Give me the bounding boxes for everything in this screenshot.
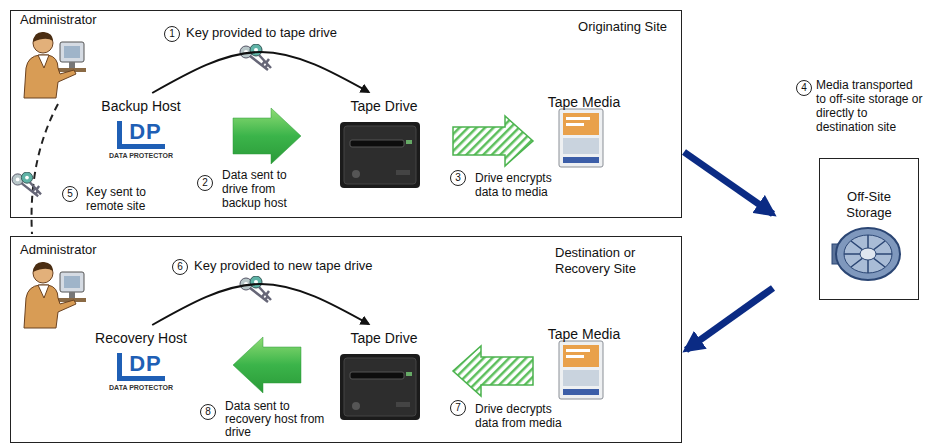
vault-picture xyxy=(832,228,900,280)
host-node: Backup HostDP DATA PROTECTOR xyxy=(85,97,197,181)
host-name: Recovery Host xyxy=(95,330,187,346)
step-text: Data sent to drive from backup host xyxy=(222,168,312,210)
step-text: Key provided to tape drive xyxy=(186,26,337,40)
callout-number: 5 xyxy=(62,186,78,202)
role-label: Administrator xyxy=(20,13,97,27)
data-flow-arrow xyxy=(233,337,301,393)
key-icon xyxy=(240,44,271,70)
tape-media-node: Tape Media xyxy=(539,323,629,415)
tape-drive-picture xyxy=(340,122,420,188)
media-io-arrow xyxy=(453,116,533,166)
key-transfer-line xyxy=(32,104,58,234)
site-title: Originating Site xyxy=(578,19,667,34)
key-arrow xyxy=(152,52,368,93)
tape-cartridge-picture xyxy=(559,341,603,399)
tape-drive-node: Tape Drive xyxy=(329,95,439,205)
device-name: Tape Media xyxy=(548,94,620,110)
data-flow-arrow xyxy=(233,108,301,164)
administrator-figure xyxy=(24,32,86,98)
logo-mark: DP xyxy=(117,353,165,381)
administrator-figure xyxy=(24,262,86,328)
step-text: Data sent to recovery host from drive xyxy=(225,400,335,439)
callout-number: 3 xyxy=(450,170,466,186)
storage-box: Off-Site Storage xyxy=(819,158,919,300)
logo-text: DATA PROTECTOR xyxy=(109,152,173,159)
media-io-arrow xyxy=(453,346,533,396)
step-text: Key sent to remote site xyxy=(86,185,166,213)
callout-number: 7 xyxy=(450,400,466,416)
step-text: Drive encrypts data to media xyxy=(475,171,569,199)
key-icon xyxy=(12,172,41,196)
step-text: Key provided to new tape drive xyxy=(194,259,373,273)
device-name: Tape Media xyxy=(548,326,620,342)
callout-number: 6 xyxy=(172,259,188,275)
callout-number: 8 xyxy=(200,404,216,420)
storage-name: Off-Site Storage xyxy=(834,189,904,221)
device-name: Tape Drive xyxy=(351,330,418,346)
tape-drive-node: Tape Drive xyxy=(329,327,439,437)
host-name: Backup Host xyxy=(101,98,180,114)
device-name: Tape Drive xyxy=(351,98,418,114)
callout-number: 1 xyxy=(164,26,180,42)
logo-text: DATA PROTECTOR xyxy=(109,384,173,391)
logo-mark: DP xyxy=(117,121,165,149)
site-title: Destination or Recovery Site xyxy=(555,245,667,277)
step-text: Media transported to off-site storage or… xyxy=(816,78,924,134)
key-arrow xyxy=(152,284,368,325)
tape-cartridge-picture xyxy=(559,109,603,167)
transport-arrow xyxy=(684,152,773,214)
connector-group xyxy=(152,52,773,396)
tape-drive-picture xyxy=(340,354,420,420)
step-text: Drive decrypts data from media xyxy=(475,402,571,430)
callout-number: 4 xyxy=(796,80,812,96)
role-label: Administrator xyxy=(20,243,97,257)
tape-media-node: Tape Media xyxy=(539,91,629,183)
key-icon xyxy=(240,276,271,302)
host-node: Recovery HostDP DATA PROTECTOR xyxy=(85,329,197,413)
callout-number: 2 xyxy=(197,175,213,191)
transport-arrow xyxy=(686,288,773,350)
